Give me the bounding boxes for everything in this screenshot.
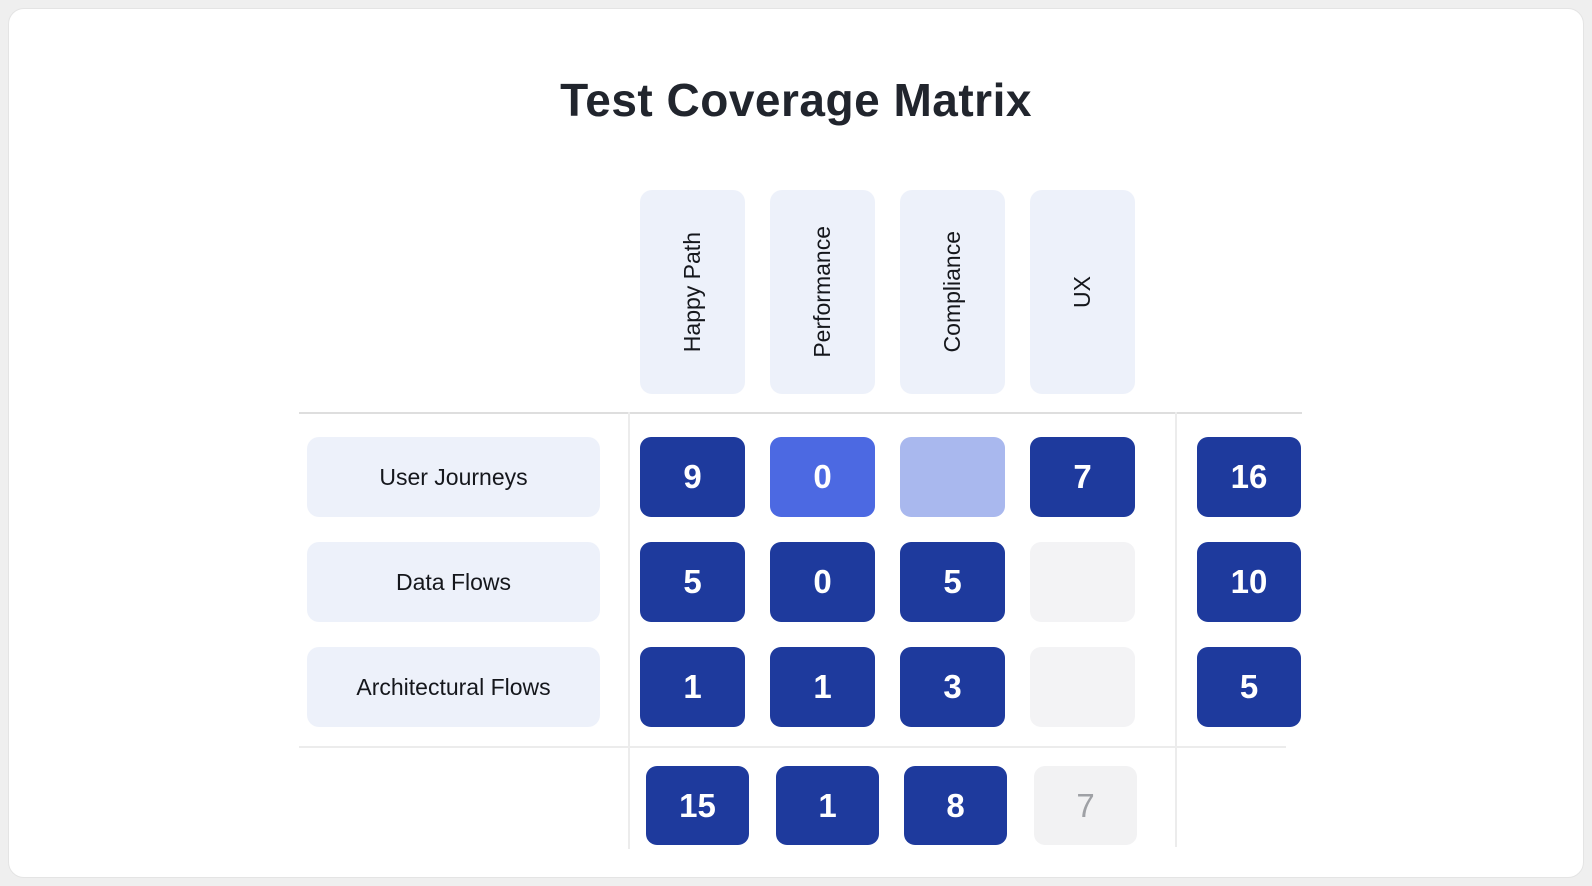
matrix-cell: 0	[770, 437, 875, 517]
row-total-cell: 10	[1197, 542, 1301, 622]
matrix-cell: 3	[900, 647, 1005, 727]
column-header-label: Happy Path	[679, 231, 705, 353]
matrix-cell	[900, 437, 1005, 517]
column-header-performance: Performance	[770, 190, 875, 394]
matrix-cell	[1030, 542, 1135, 622]
row-total-cell: 16	[1197, 437, 1301, 517]
matrix-cell: 5	[900, 542, 1005, 622]
row-total-cell: 5	[1197, 647, 1301, 727]
column-total-cell: 7	[1034, 766, 1137, 845]
column-total-cell: 1	[776, 766, 879, 845]
row-label-user-journeys: User Journeys	[307, 437, 600, 517]
column-total-cell: 15	[646, 766, 749, 845]
column-total-cell: 8	[904, 766, 1007, 845]
gridline-labels-right	[628, 412, 630, 849]
matrix-cell: 5	[640, 542, 745, 622]
row-label-architectural-flows: Architectural Flows	[307, 647, 600, 727]
column-header-happy-path: Happy Path	[640, 190, 745, 394]
column-header-label: Performance	[809, 226, 835, 358]
gridline-totals-col	[1175, 412, 1177, 847]
column-header-label: Compliance	[939, 231, 965, 353]
matrix-cell: 1	[640, 647, 745, 727]
gridline-top	[299, 412, 1302, 414]
column-header-ux: UX	[1030, 190, 1135, 394]
matrix-cell: 1	[770, 647, 875, 727]
column-header-compliance: Compliance	[900, 190, 1005, 394]
gridline-totals-row	[299, 746, 1286, 748]
column-header-label: UX	[1069, 276, 1095, 308]
matrix-cell: 7	[1030, 437, 1135, 517]
matrix-cell: 0	[770, 542, 875, 622]
chart-title: Test Coverage Matrix	[560, 74, 1032, 126]
row-label-data-flows: Data Flows	[307, 542, 600, 622]
chart-card: Test Coverage Matrix Happy Path Performa…	[8, 8, 1584, 878]
matrix-cell	[1030, 647, 1135, 727]
matrix-cell: 9	[640, 437, 745, 517]
